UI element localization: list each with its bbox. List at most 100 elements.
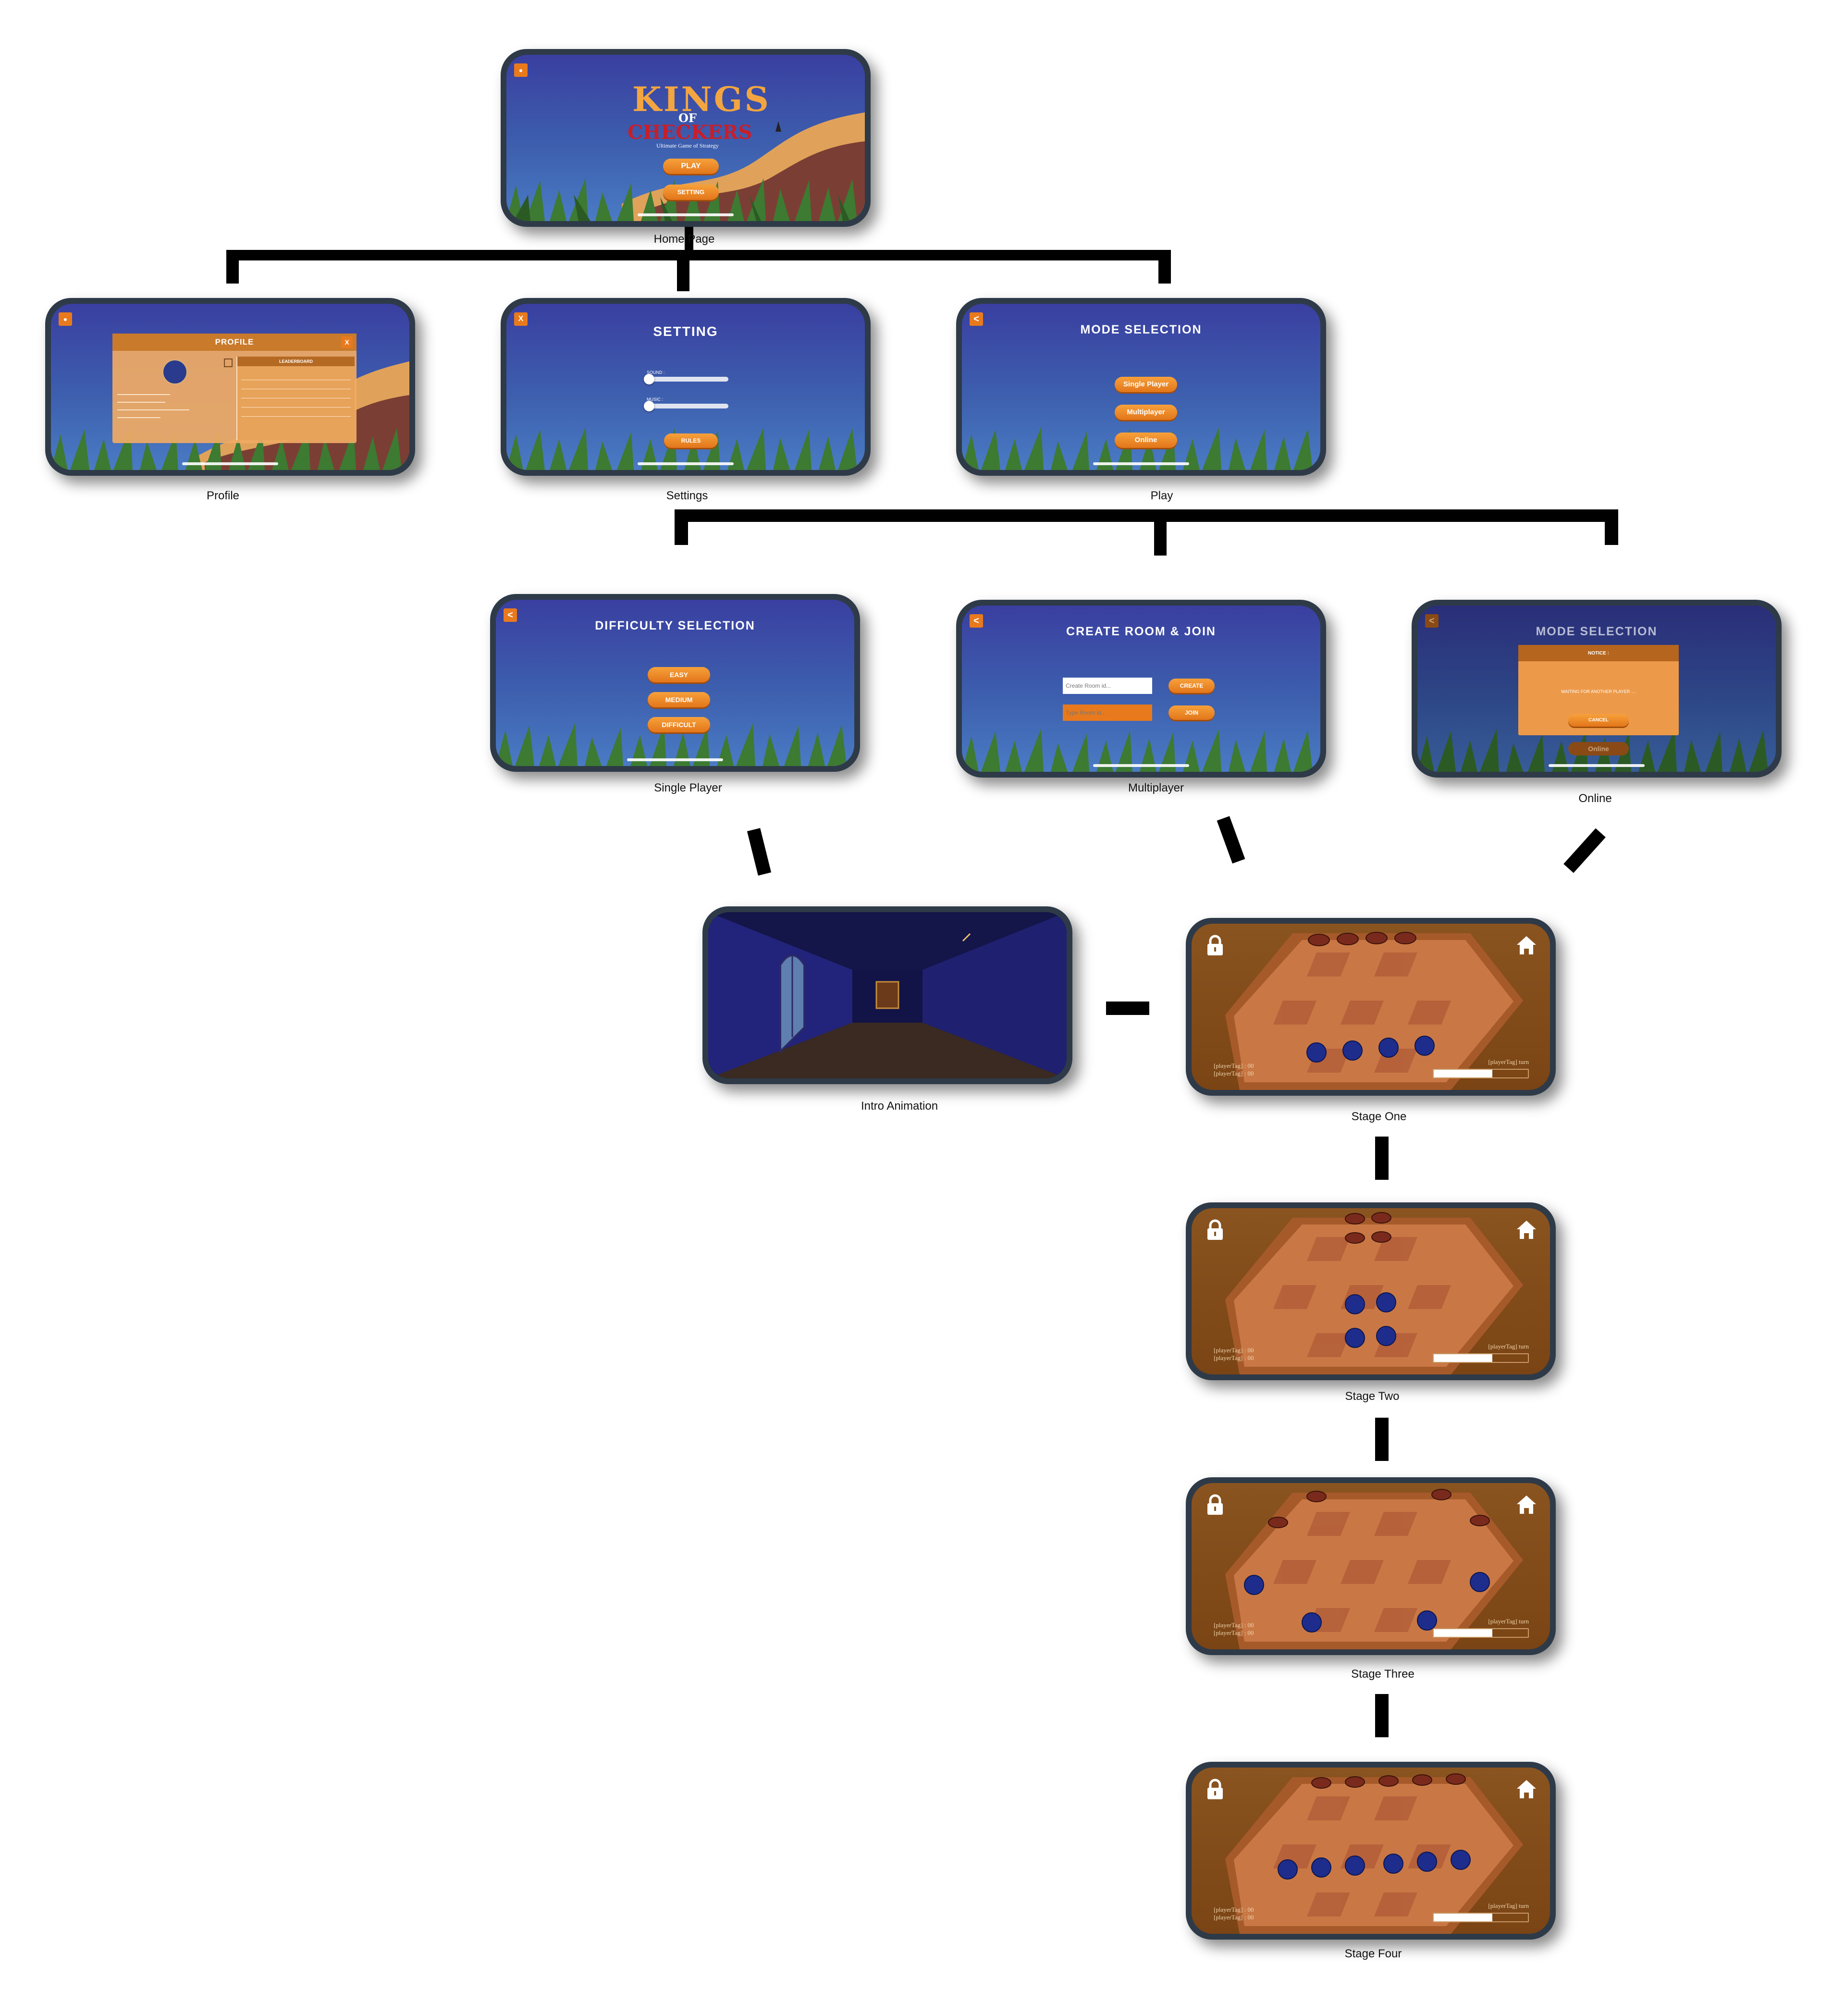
caption-single-player: Single Player bbox=[654, 781, 722, 794]
online-button[interactable]: Online bbox=[1115, 433, 1177, 448]
edit-icon[interactable] bbox=[224, 359, 233, 367]
home-icon[interactable] bbox=[1515, 1219, 1538, 1241]
stage-three-screen: [playerTag] : 00[playerTag] : 00 [player… bbox=[1186, 1477, 1556, 1655]
home-indicator bbox=[638, 462, 734, 465]
connector-to-play bbox=[1158, 250, 1171, 284]
caption-stage-three: Stage Three bbox=[1351, 1668, 1414, 1681]
player-scores: [playerTag] : 00[playerTag] : 00 bbox=[1214, 1906, 1254, 1921]
game-logo-of: OF bbox=[678, 111, 697, 125]
turn-indicator: [playerTag] turn bbox=[1488, 1618, 1529, 1625]
single-player-button[interactable]: Single Player bbox=[1115, 377, 1177, 392]
home-icon[interactable] bbox=[1515, 934, 1538, 956]
join-button[interactable]: JOIN bbox=[1168, 705, 1215, 720]
leaderboard-panel: LEADERBOARD bbox=[236, 357, 355, 440]
back-button[interactable]: < bbox=[970, 614, 983, 628]
create-button[interactable]: CREATE bbox=[1168, 679, 1215, 693]
grass-decoration bbox=[962, 427, 1313, 470]
lock-icon[interactable] bbox=[1204, 1778, 1226, 1800]
profile-title: PROFILE bbox=[215, 337, 254, 346]
leaderboard-rows bbox=[241, 371, 351, 425]
cancel-button[interactable]: CANCEL bbox=[1568, 714, 1629, 727]
turn-timer-fill bbox=[1434, 1354, 1492, 1362]
notice-text: WAITING FOR ANOTHER PLAYER .... bbox=[1561, 689, 1636, 694]
easy-button[interactable]: EASY bbox=[648, 667, 710, 682]
settings-close-button[interactable]: X bbox=[514, 312, 528, 326]
multiplayer-button[interactable]: Multiplayer bbox=[1115, 405, 1177, 420]
turn-timer-bar bbox=[1433, 1069, 1529, 1078]
home-icon[interactable] bbox=[1515, 1778, 1538, 1800]
turn-timer-bar bbox=[1433, 1628, 1529, 1638]
connector-level2-bar bbox=[675, 509, 1618, 522]
game-tagline: Ultimate Game of Strategy bbox=[656, 142, 719, 149]
profile-stats-lines bbox=[117, 387, 228, 425]
connector-stage1-2 bbox=[1375, 1137, 1389, 1180]
multiplayer-screen: < CREATE ROOM & JOIN CREATE JOIN bbox=[956, 600, 1326, 778]
avatar bbox=[162, 359, 187, 384]
turn-indicator: [playerTag] turn bbox=[1488, 1343, 1529, 1350]
turn-timer-bar bbox=[1433, 1353, 1529, 1363]
notice-title: NOTICE : bbox=[1588, 651, 1609, 656]
back-button[interactable]: < bbox=[504, 608, 517, 622]
checkers-board bbox=[1225, 932, 1523, 1090]
connector-to-single bbox=[675, 509, 688, 545]
medium-button[interactable]: MEDIUM bbox=[648, 692, 710, 707]
sound-slider[interactable] bbox=[644, 374, 728, 384]
lock-icon[interactable] bbox=[1204, 1219, 1226, 1241]
difficult-button[interactable]: DIFFICULT bbox=[648, 717, 710, 732]
caption-stage-two: Stage Two bbox=[1345, 1390, 1400, 1403]
caption-multiplayer: Multiplayer bbox=[1128, 781, 1184, 794]
connector-intro-stage bbox=[1106, 1002, 1149, 1015]
lock-icon[interactable] bbox=[1204, 934, 1226, 956]
stage-two-screen: [playerTag] : 00[playerTag] : 00 [player… bbox=[1186, 1202, 1556, 1380]
caption-stage-four: Stage Four bbox=[1344, 1947, 1402, 1960]
back-button[interactable]: < bbox=[970, 312, 983, 326]
play-button[interactable]: PLAY bbox=[663, 159, 719, 174]
rules-button[interactable]: RULES bbox=[664, 433, 718, 448]
mode-selection-title: MODE SELECTION bbox=[1080, 323, 1202, 336]
connector-home-down bbox=[685, 227, 693, 251]
caption-home-page: Home Page bbox=[653, 233, 715, 246]
connector-to-settings bbox=[677, 250, 689, 291]
turn-indicator: [playerTag] turn bbox=[1488, 1902, 1529, 1909]
join-room-input[interactable] bbox=[1063, 705, 1152, 721]
turn-timer-fill bbox=[1434, 1629, 1492, 1637]
setting-button[interactable]: SETTING bbox=[663, 185, 719, 200]
home-icon[interactable] bbox=[1515, 1494, 1538, 1516]
create-room-title: CREATE ROOM & JOIN bbox=[1066, 625, 1216, 638]
home-indicator bbox=[638, 213, 734, 216]
connector-to-profile bbox=[226, 250, 239, 284]
profile-icon[interactable]: ● bbox=[514, 63, 528, 77]
red-pieces bbox=[1311, 1773, 1466, 1789]
caption-stage-one: Stage One bbox=[1351, 1110, 1407, 1123]
red-pieces bbox=[1308, 932, 1416, 946]
grass-decoration bbox=[506, 178, 857, 221]
hallway-scene bbox=[708, 912, 1067, 1078]
stage-one-screen: [playerTag] : 00[playerTag] : 00 [player… bbox=[1186, 918, 1556, 1096]
profile-close-button[interactable]: X bbox=[341, 336, 353, 348]
caption-profile: Profile bbox=[206, 489, 240, 502]
blue-pieces bbox=[1278, 1850, 1471, 1880]
settings-title: SETTING bbox=[653, 324, 718, 339]
checkers-board bbox=[1225, 1773, 1523, 1934]
notice-header bbox=[1518, 645, 1679, 661]
checkers-board bbox=[1225, 1212, 1523, 1374]
online-button[interactable]: Online bbox=[1568, 742, 1629, 755]
create-room-input[interactable] bbox=[1063, 678, 1152, 694]
profile-icon[interactable]: ● bbox=[59, 312, 72, 326]
turn-timer-fill bbox=[1434, 1914, 1492, 1921]
caption-online: Online bbox=[1578, 792, 1612, 805]
sound-slider-handle[interactable] bbox=[644, 374, 654, 384]
profile-screen: ● PROFILE X LEADERBOARD bbox=[45, 298, 415, 476]
connector-stage3-4 bbox=[1375, 1694, 1389, 1737]
back-button[interactable]: < bbox=[1425, 614, 1439, 628]
music-slider[interactable] bbox=[644, 401, 728, 411]
connector-online-stage bbox=[1563, 828, 1606, 873]
red-pieces bbox=[1268, 1489, 1490, 1528]
music-slider-handle[interactable] bbox=[644, 401, 654, 411]
blue-pieces bbox=[1345, 1292, 1396, 1348]
turn-indicator: [playerTag] turn bbox=[1488, 1058, 1529, 1065]
lock-icon[interactable] bbox=[1204, 1494, 1226, 1516]
mode-selection-title: MODE SELECTION bbox=[1536, 625, 1658, 638]
play-screen: < MODE SELECTION Single Player Multiplay… bbox=[956, 298, 1326, 476]
blue-pieces bbox=[1306, 1036, 1435, 1063]
